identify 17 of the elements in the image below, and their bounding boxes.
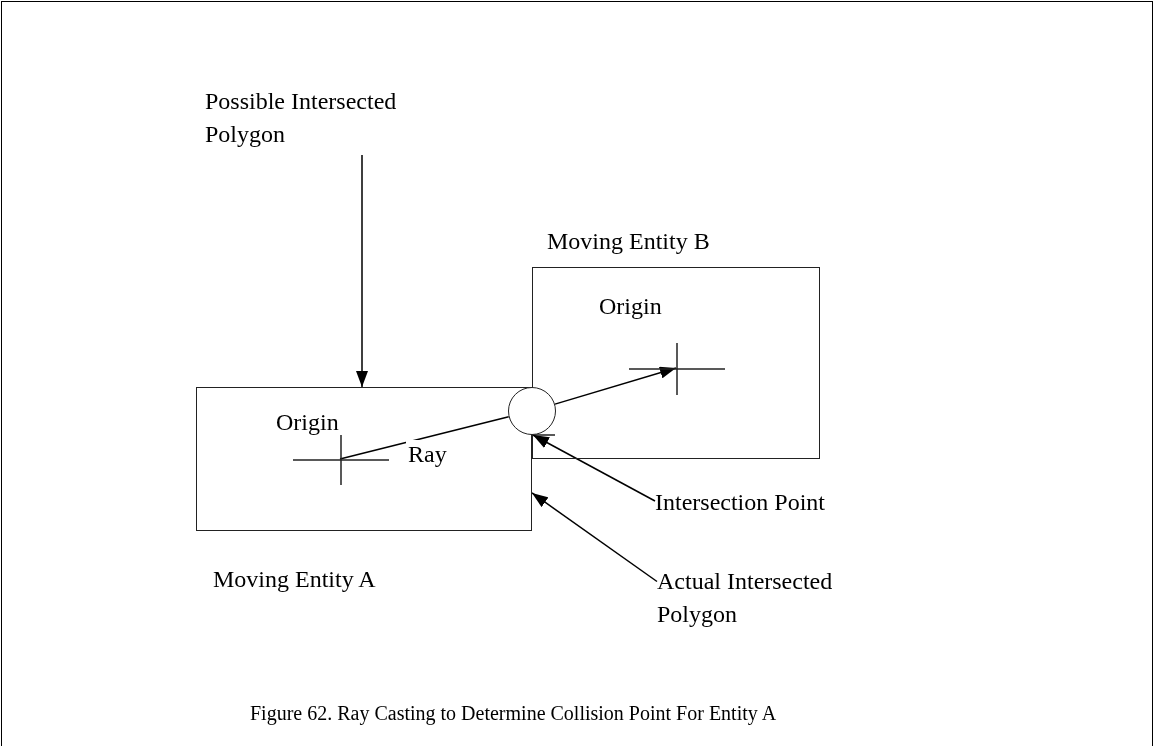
entity-heading: Moving Entity A [213, 565, 376, 594]
callout-text: Actual Intersected Polygon [657, 565, 897, 631]
origin-label: Origin [276, 408, 339, 437]
intersection-circle [508, 387, 556, 435]
arrow [531, 492, 658, 583]
arrow [554, 366, 677, 405]
origin-crosshair [629, 343, 725, 395]
ray-line [339, 416, 510, 460]
entity-heading: Moving Entity B [547, 227, 710, 256]
origin-crosshair [293, 435, 389, 485]
edge-label: Ray [406, 440, 449, 468]
arrow [532, 434, 656, 502]
arrow [356, 154, 368, 388]
figure-caption: Figure 62. Ray Casting to Determine Collision Point For Entity A [250, 702, 777, 725]
callout-text: Possible Intersected Polygon [205, 85, 410, 155]
callout-text: Intersection Point [655, 486, 915, 516]
origin-label: Origin [599, 292, 662, 321]
